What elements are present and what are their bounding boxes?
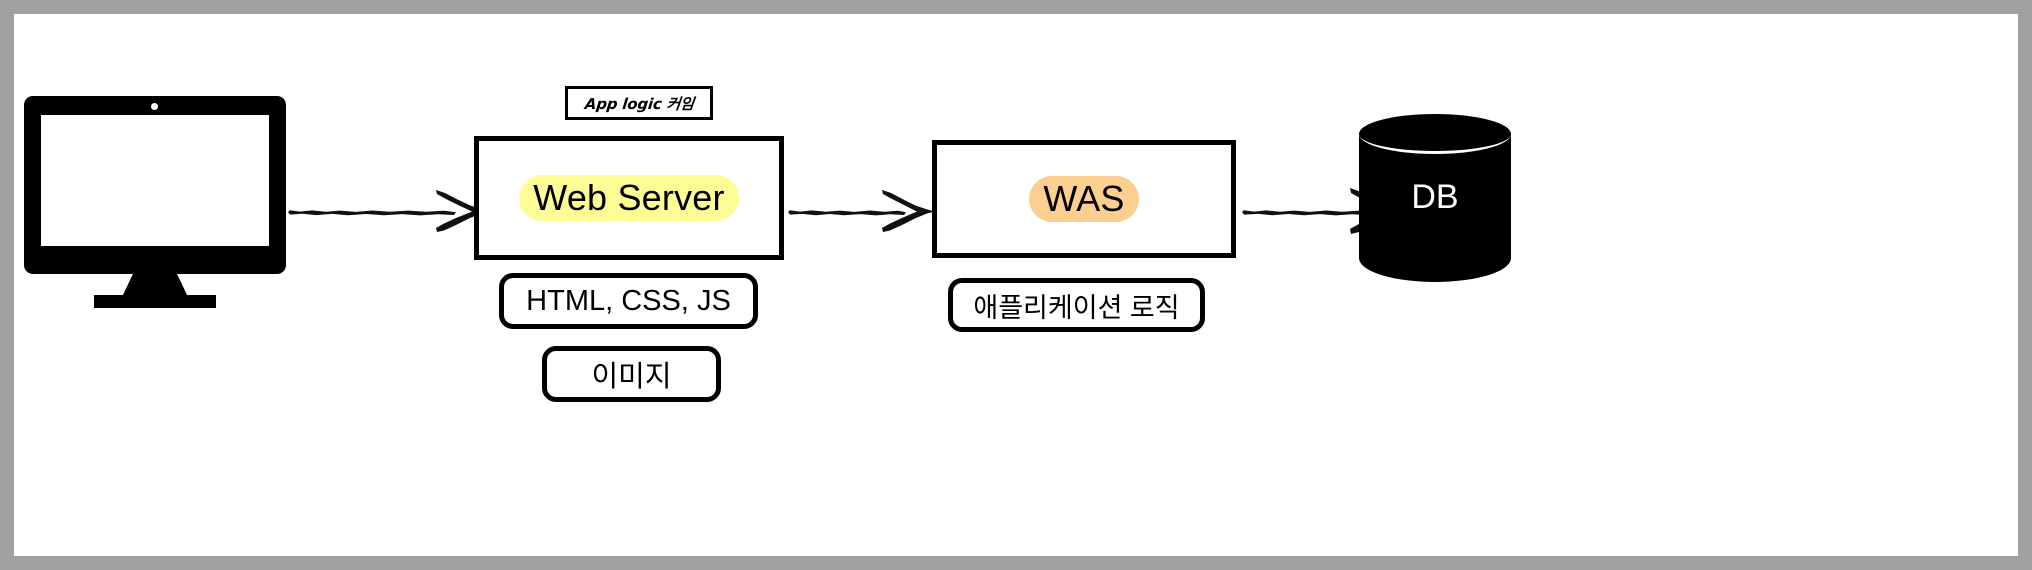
db-label: DB — [1411, 178, 1459, 216]
monitor-stand-base-icon — [94, 295, 216, 308]
tag-application-logic: 애플리케이션 로직 — [948, 278, 1205, 332]
monitor-screen — [41, 115, 269, 246]
handwritten-note: App logic 커임 — [565, 86, 713, 120]
was-node[interactable]: WAS — [932, 140, 1236, 258]
web-server-label: Web Server — [519, 175, 739, 221]
tag-application-logic-label: 애플리케이션 로직 — [973, 292, 1180, 323]
monitor-bezel-icon — [24, 96, 286, 274]
handwritten-note-text: App logic 커임 — [583, 94, 695, 113]
db-cylinder-top-icon — [1359, 114, 1511, 154]
monitor-stand-neck-icon — [122, 272, 188, 297]
diagram-canvas: App logic 커임 Web Server HTML, CSS, JS 이미… — [14, 14, 2018, 556]
was-label: WAS — [1029, 176, 1139, 222]
arrow-client-to-web-server-icon — [286, 182, 494, 238]
tag-html-css-js: HTML, CSS, JS — [499, 273, 758, 329]
arrow-web-server-to-was-icon — [786, 182, 938, 238]
tag-html-css-js-label: HTML, CSS, JS — [526, 284, 731, 317]
monitor-webcam-dot-icon — [151, 103, 158, 110]
db-cylinder-body-icon — [1359, 133, 1511, 282]
tag-image: 이미지 — [542, 346, 721, 402]
tag-image-label: 이미지 — [591, 361, 672, 393]
web-server-node[interactable]: Web Server — [474, 136, 784, 260]
db-node[interactable]: DB — [1359, 114, 1511, 282]
client-monitor-icon — [24, 96, 286, 308]
